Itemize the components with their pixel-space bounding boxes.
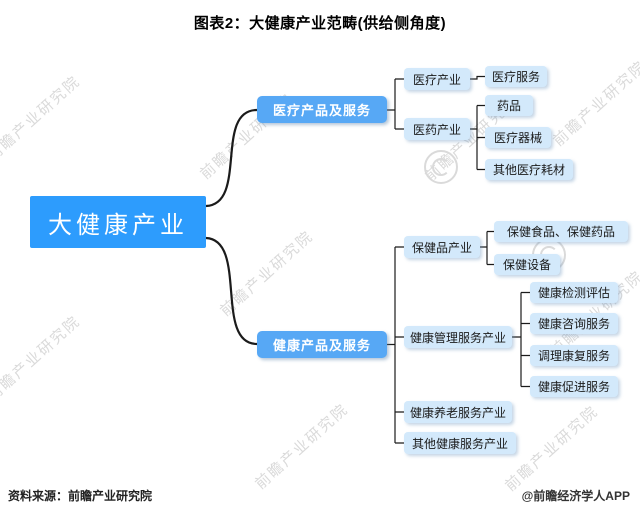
watermark-text: 前瞻产业研究院 [0, 312, 84, 405]
node-elderly-care-service-industry: 健康养老服务产业 [404, 401, 512, 423]
watermark-text: 前瞻产业研究院 [0, 72, 84, 165]
node-health-consulting-service: 健康咨询服务 [530, 313, 618, 334]
node-other-medical-consumables: 其他医疗耗材 [485, 159, 573, 180]
node-health-testing-assessment: 健康检测评估 [530, 282, 618, 303]
node-health-supplement-industry: 保健品产业 [404, 236, 480, 258]
watermark-text: 前瞻产业研究院 [550, 57, 640, 150]
chart-title: 图表2：大健康产业范畴(供给侧角度) [193, 15, 447, 32]
node-medical-service: 医疗服务 [485, 66, 547, 87]
node-medical-industry: 医疗产业 [404, 68, 470, 90]
node-medical-products-services: 医疗产品及服务 [257, 96, 387, 123]
node-health-promotion-service: 健康促进服务 [530, 376, 618, 397]
node-pharma-industry: 医药产业 [404, 118, 470, 140]
watermark-text: 前瞻产业研究院 [252, 400, 352, 493]
watermark-text: 前瞻产业研究院 [217, 227, 317, 320]
node-medical-devices: 医疗器械 [485, 127, 551, 148]
source-note: 资料来源：前瞻产业研究院 [8, 489, 153, 503]
watermark-logo-icon [424, 150, 458, 184]
node-recuperation-rehab-service: 调理康复服务 [530, 345, 618, 366]
credit-badge: @前瞻经济学人APP [521, 489, 630, 503]
node-health-management-service-industry: 健康管理服务产业 [404, 326, 512, 348]
node-health-food-drugs: 保健食品、保健药品 [494, 221, 628, 242]
node-other-health-service-industry: 其他健康服务产业 [404, 432, 516, 454]
node-root-big-health-industry: 大健康产业 [30, 196, 206, 248]
node-health-equipment: 保健设备 [494, 254, 560, 275]
node-health-products-services: 健康产品及服务 [257, 331, 387, 358]
node-drugs: 药品 [485, 95, 533, 116]
